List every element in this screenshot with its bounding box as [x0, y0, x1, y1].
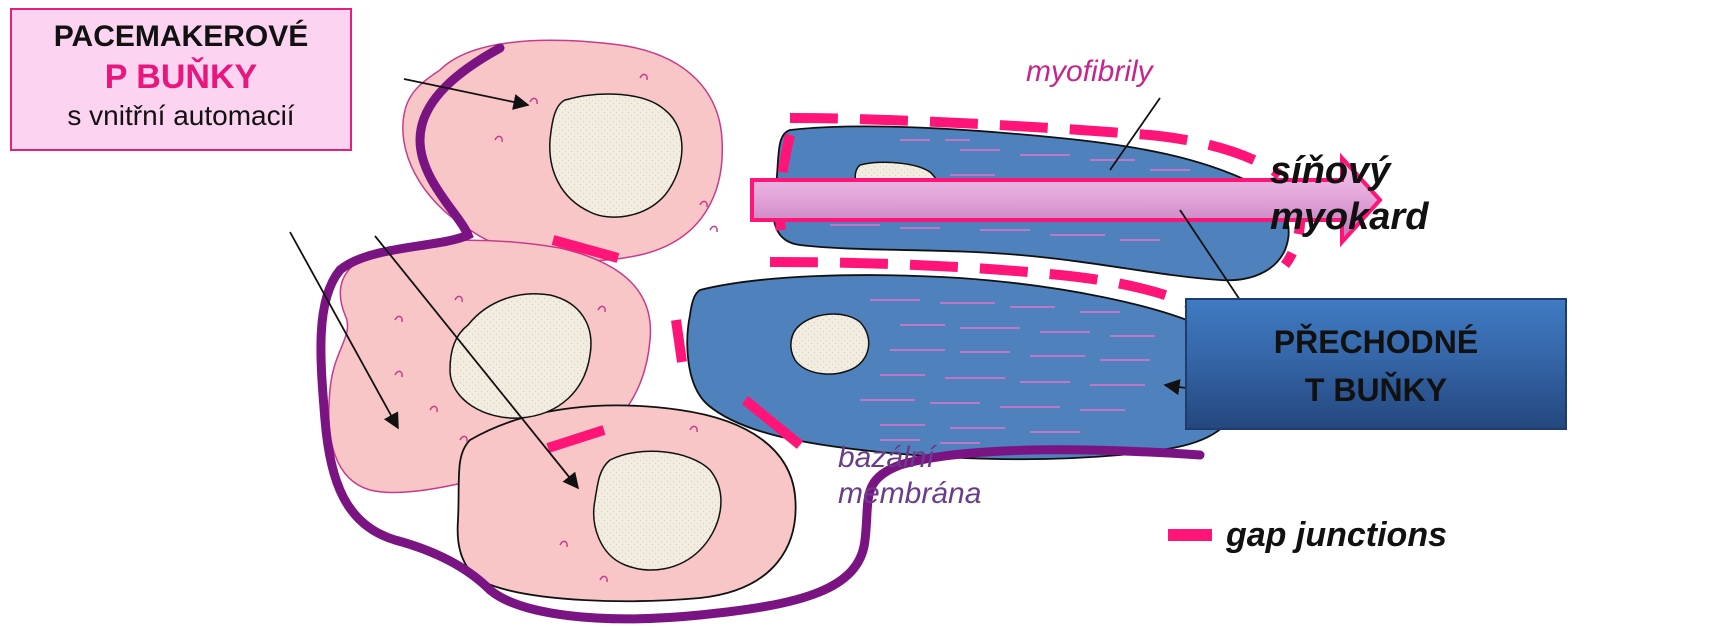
atrial-myocardium-label: síňový myokard [1270, 148, 1428, 240]
atrial-myocardium-line1: síňový [1270, 148, 1428, 194]
p-box-title: PACEMAKEROVÉ [12, 18, 350, 56]
t-cells-label-box: PŘECHODNÉ T BUŇKY [1185, 298, 1567, 430]
p-box-description: s vnitřní automacií [12, 98, 350, 134]
basal-membrane-label: bazální membrána [838, 440, 981, 512]
t-box-title: PŘECHODNÉ [1187, 322, 1565, 362]
gap-junction-swatch [1168, 529, 1212, 541]
myofibrily-label: myofibrily [1026, 55, 1153, 89]
p-nucleus-top [550, 94, 682, 217]
p-cells-label-box: PACEMAKEROVÉ P BUŇKY s vnitřní automacií [10, 8, 352, 151]
atrial-myocardium-line2: myokard [1270, 194, 1428, 240]
gap-junction-legend-label: gap junctions [1226, 516, 1447, 555]
t-nucleus-lower [791, 314, 869, 374]
basal-membrane-line2: membrána [838, 476, 981, 512]
p-box-subtitle: P BUŇKY [12, 56, 350, 98]
legend: gap junctions [1168, 510, 1447, 560]
t-box-subtitle: T BUŇKY [1187, 370, 1565, 410]
basal-membrane-line1: bazální [838, 440, 981, 476]
